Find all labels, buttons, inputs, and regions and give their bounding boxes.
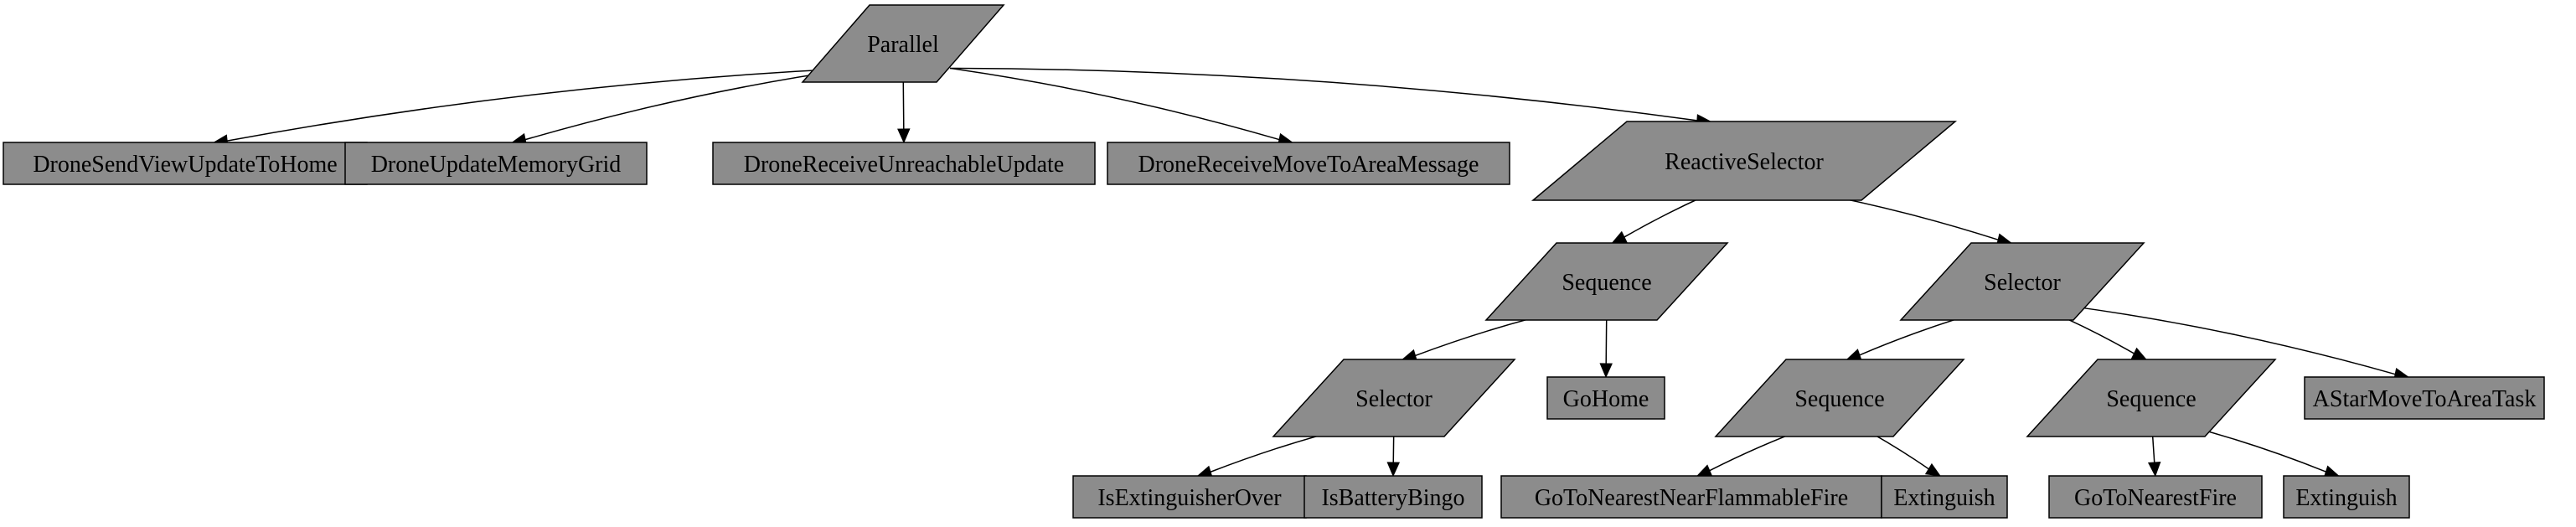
node-recv_move-rect (1107, 142, 1510, 185)
node-goto_flam-label: GoToNearestNearFlammableFire (1535, 485, 1848, 511)
node-send_view-rect (3, 142, 368, 185)
node-parallel-parallelogram (801, 4, 1005, 83)
node-sel_inner: Selector (1272, 359, 1516, 437)
node-ext1-rect (1881, 475, 2008, 519)
node-gohome-label: GoHome (1563, 386, 1649, 412)
node-parallel: Parallel (801, 4, 1005, 83)
node-seq3-parallelogram (2026, 359, 2277, 437)
node-sel_top-label: Selector (1984, 270, 2061, 296)
node-is_batt-label: IsBatteryBingo (1321, 485, 1464, 511)
node-goto_fire: GoToNearestFire (2048, 475, 2263, 519)
node-seq1: Sequence (1484, 242, 1729, 321)
node-seq3-label: Sequence (2106, 386, 2196, 412)
node-is_ext_over: IsExtinguisherOver (1072, 475, 1307, 519)
node-reactive-parallelogram (1531, 121, 1958, 201)
node-send_view: DroneSendViewUpdateToHome (3, 142, 368, 185)
node-astar-rect (2304, 376, 2545, 420)
edge-parallel-to-recv_move (949, 67, 1280, 141)
node-sel_top: Selector (1899, 242, 2145, 321)
node-astar-label: AStarMoveToAreaTask (2313, 386, 2537, 412)
arrowhead-seq3-to-goto_fire (2147, 462, 2161, 478)
arrowhead-seq1-to-gohome (1599, 363, 1613, 379)
node-is_ext_over-rect (1072, 475, 1307, 519)
node-gohome-rect (1546, 376, 1665, 420)
node-reactive-label: ReactiveSelector (1665, 149, 1824, 175)
edge-parallel-to-reactive (949, 67, 1697, 121)
node-update_grid-label: DroneUpdateMemoryGrid (371, 152, 622, 178)
node-seq1-parallelogram (1484, 242, 1729, 321)
node-gohome: GoHome (1546, 376, 1665, 420)
node-goto_flam: GoToNearestNearFlammableFire (1500, 475, 1882, 519)
node-astar: AStarMoveToAreaTask (2304, 376, 2545, 420)
node-is_batt-rect (1303, 475, 1483, 519)
arrowhead-parallel-to-recv_unreach (897, 128, 911, 144)
node-ext2: Extinguish (2283, 475, 2410, 519)
node-ext1: Extinguish (1881, 475, 2008, 519)
edge-sel_top-to-astar (2070, 305, 2396, 375)
node-seq2-parallelogram (1714, 359, 1965, 437)
node-update_grid: DroneUpdateMemoryGrid (344, 142, 648, 185)
arrowhead-reactive-to-seq1 (1611, 230, 1628, 244)
node-recv_unreach-label: DroneReceiveUnreachableUpdate (744, 152, 1064, 178)
node-send_view-label: DroneSendViewUpdateToHome (33, 152, 337, 178)
node-seq1-label: Sequence (1562, 270, 1651, 296)
node-is_batt: IsBatteryBingo (1303, 475, 1483, 519)
node-recv_unreach-rect (712, 142, 1096, 185)
node-recv_move-label: DroneReceiveMoveToAreaMessage (1138, 152, 1479, 178)
node-recv_unreach: DroneReceiveUnreachableUpdate (712, 142, 1096, 185)
node-update_grid-rect (344, 142, 648, 185)
node-goto_flam-rect (1500, 475, 1882, 519)
node-sel_inner-parallelogram (1272, 359, 1516, 437)
node-recv_move: DroneReceiveMoveToAreaMessage (1107, 142, 1510, 185)
node-ext1-label: Extinguish (1893, 485, 1995, 511)
node-ext2-label: Extinguish (2295, 485, 2397, 511)
node-sel_inner-label: Selector (1355, 386, 1433, 412)
node-reactive: ReactiveSelector (1531, 121, 1958, 201)
node-goto_fire-label: GoToNearestFire (2074, 485, 2237, 511)
arrowhead-sel_top-to-seq3 (2130, 347, 2147, 360)
node-sel_top-parallelogram (1899, 242, 2145, 321)
arrowhead-seq2-to-goto_flam (1696, 464, 1713, 477)
node-goto_fire-rect (2048, 475, 2263, 519)
node-seq2-label: Sequence (1794, 386, 1884, 412)
arrowhead-sel_inner-to-is_batt (1386, 462, 1401, 478)
arrowhead-seq2-to-ext1 (1924, 462, 1942, 477)
edge-parallel-to-send_view (227, 67, 857, 142)
node-seq2: Sequence (1714, 359, 1965, 437)
node-parallel-label: Parallel (867, 32, 939, 58)
node-is_ext_over-label: IsExtinguisherOver (1097, 485, 1282, 511)
node-ext2-rect (2283, 475, 2410, 519)
node-seq3: Sequence (2026, 359, 2277, 437)
